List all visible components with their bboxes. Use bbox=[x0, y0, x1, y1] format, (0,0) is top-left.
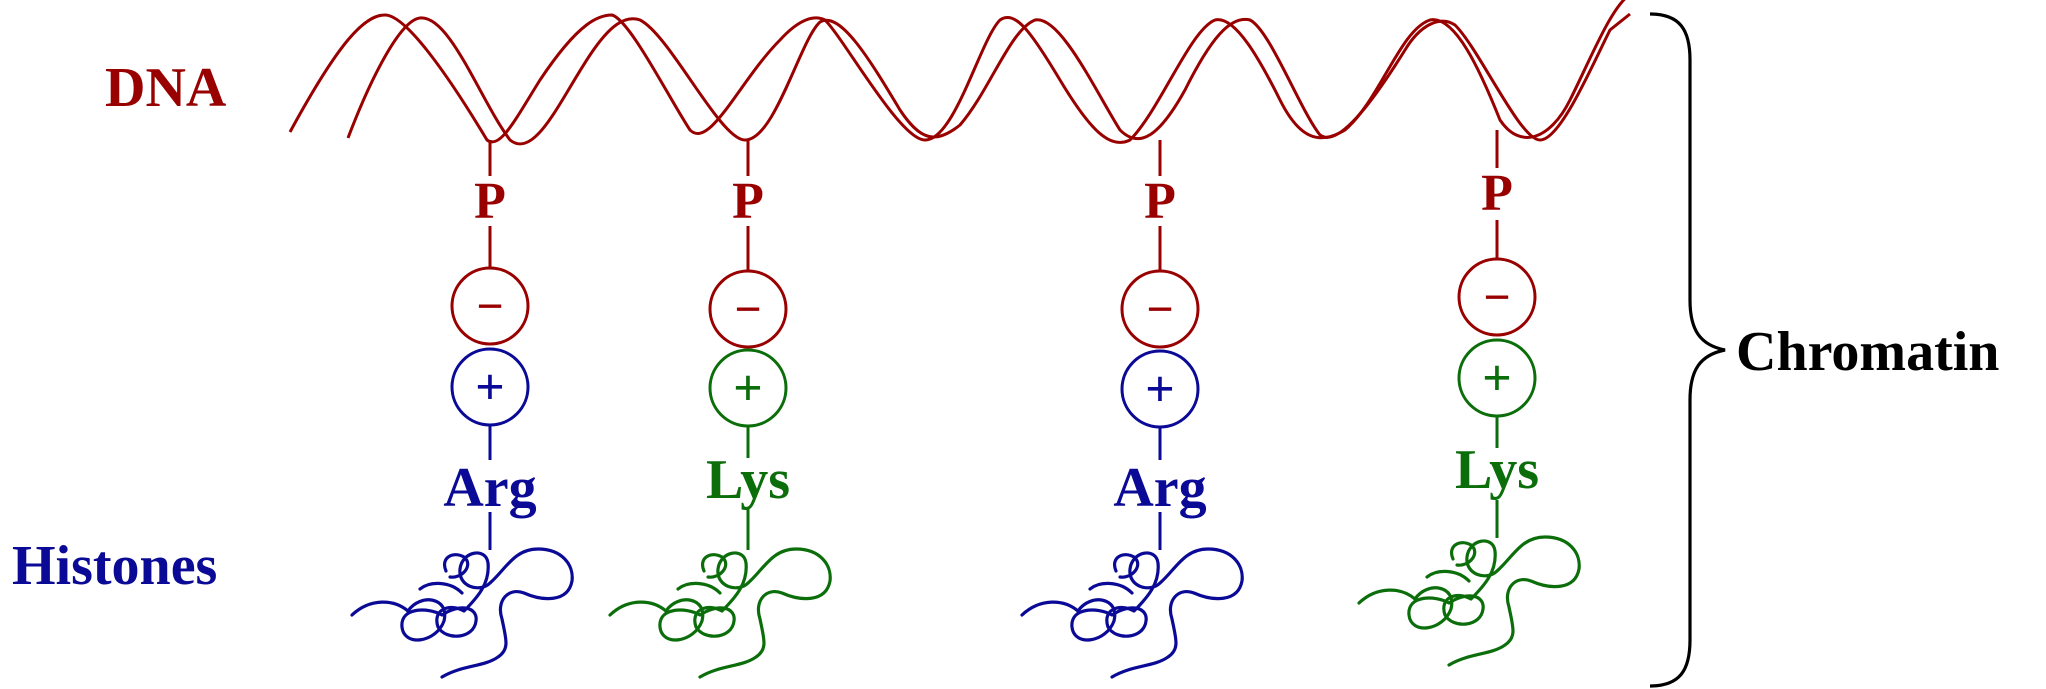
histone-coil-4 bbox=[1357, 535, 1581, 667]
positive-sign: + bbox=[1482, 350, 1512, 407]
histone-coil-2 bbox=[608, 547, 832, 679]
phosphate-label: P bbox=[1144, 173, 1176, 230]
positive-charge-3 bbox=[1120, 349, 1200, 429]
residue-label: Arg bbox=[443, 457, 536, 519]
residue-label: Arg bbox=[1113, 457, 1206, 519]
negative-charge-2 bbox=[708, 269, 788, 349]
positive-charge-2 bbox=[708, 348, 788, 428]
dna-strand-2 bbox=[346, 12, 1631, 146]
phosphate-label: P bbox=[1481, 165, 1513, 222]
residue-label: Lys bbox=[1455, 439, 1539, 501]
negative-charge-1 bbox=[450, 266, 530, 346]
negative-charge-4 bbox=[1457, 257, 1537, 337]
positive-charge-1 bbox=[450, 347, 530, 427]
phosphate-label: P bbox=[474, 173, 506, 230]
linkage-1: P − + Arg bbox=[443, 173, 536, 519]
histone-coil-1 bbox=[350, 547, 574, 679]
negative-sign: − bbox=[1146, 283, 1173, 336]
positive-charge-4 bbox=[1457, 338, 1537, 418]
linkage-stems bbox=[488, 130, 1499, 550]
linkage-2: P − + Lys bbox=[706, 173, 790, 511]
positive-sign: + bbox=[733, 360, 763, 417]
chromatin-label: Chromatin bbox=[1736, 321, 1999, 383]
dna-strand-1 bbox=[288, 0, 1626, 144]
phosphate-label: P bbox=[732, 173, 764, 230]
chromatin-bracket bbox=[1649, 12, 1726, 688]
dna-helix bbox=[288, 0, 1631, 146]
linkage-4: P − + Lys bbox=[1455, 165, 1539, 501]
charge-circles bbox=[450, 257, 1537, 429]
histone-coil-3 bbox=[1020, 547, 1244, 679]
residue-label: Lys bbox=[706, 449, 790, 511]
positive-sign: + bbox=[475, 359, 505, 416]
histone-coils bbox=[350, 535, 1581, 679]
negative-sign: − bbox=[734, 283, 761, 336]
dna-label: DNA bbox=[105, 57, 227, 119]
negative-charge-3 bbox=[1120, 269, 1200, 349]
positive-sign: + bbox=[1145, 361, 1175, 418]
negative-sign: − bbox=[1483, 271, 1510, 324]
histones-label: Histones bbox=[12, 535, 217, 597]
negative-sign: − bbox=[476, 280, 503, 333]
linkage-3: P − + Arg bbox=[1113, 173, 1206, 519]
